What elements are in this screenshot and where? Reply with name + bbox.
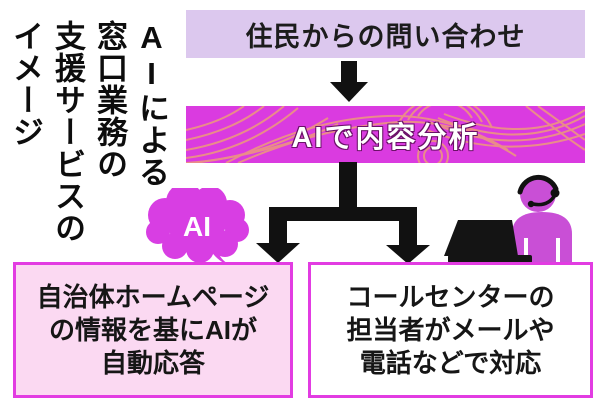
title-column-1: AIによる bbox=[134, 20, 169, 188]
ai-analysis-banner: AIで内容分析 bbox=[186, 106, 585, 163]
vertical-title: AIによる 窓口業務の 支援サービスの イメージ bbox=[4, 20, 172, 300]
auto-reply-line-3: 自動応答 bbox=[100, 347, 205, 378]
ai-analysis-label: AIで内容分析 bbox=[291, 121, 480, 154]
auto-reply-line-2: の情報を基にAIが bbox=[48, 314, 257, 345]
split-arrow-icon bbox=[339, 162, 357, 209]
call-center-line-3: 電話などで対応 bbox=[359, 347, 542, 378]
residents-inquiry-box: 住民からの問い合わせ bbox=[186, 10, 585, 58]
wave-pattern-icon bbox=[186, 106, 585, 163]
ai-auto-reply-box: 自治体ホームページ の情報を基にAIが 自動応答 bbox=[13, 262, 293, 398]
ai-speech-bubble-icon: AI bbox=[146, 188, 249, 267]
title-column-3: 支援サービスの bbox=[50, 20, 85, 244]
title-column-4: イメージ bbox=[8, 20, 43, 148]
ai-bubble-label: AI bbox=[183, 211, 211, 242]
auto-reply-line-1: 自治体ホームページ bbox=[36, 281, 270, 312]
call-center-operator-icon bbox=[444, 174, 572, 263]
call-center-line-2: 担当者がメールや bbox=[346, 314, 555, 345]
call-center-line-1: コールセンターの bbox=[346, 281, 555, 312]
title-column-2: 窓口業務の bbox=[92, 20, 127, 180]
laptop-icon bbox=[444, 220, 518, 256]
residents-inquiry-label: 住民からの問い合わせ bbox=[245, 21, 526, 52]
call-center-box: コールセンターの 担当者がメールや 電話などで対応 bbox=[308, 262, 593, 398]
arrow-down-icon bbox=[341, 61, 357, 83]
